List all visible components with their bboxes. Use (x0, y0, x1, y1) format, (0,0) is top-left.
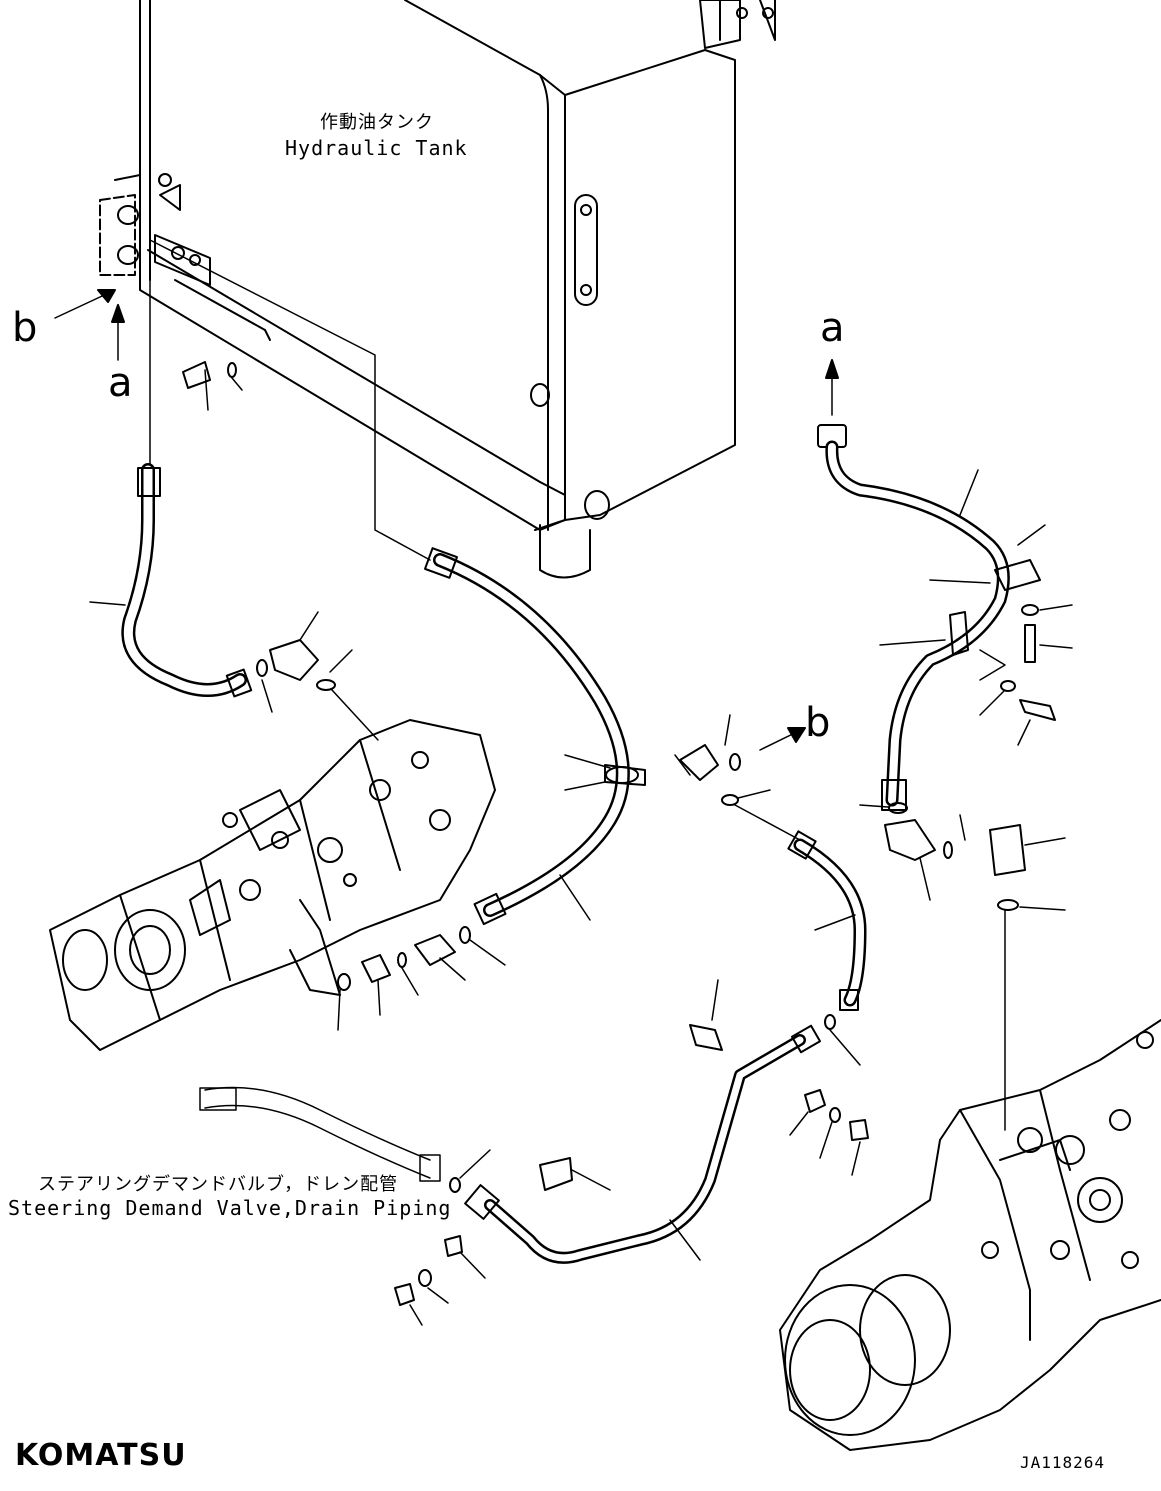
hose-left (89, 463, 253, 698)
drain-piping (394, 979, 869, 1326)
tank-label-jp: 作動油タンク (320, 112, 434, 133)
tank-label-en: Hydraulic Tank (285, 136, 468, 160)
steering-label-en: Steering Demand Valve,Drain Piping (8, 1196, 452, 1220)
adapter-fittings-mid (337, 926, 506, 1031)
elbow-fitting-left (256, 611, 379, 741)
ref-b-right: b (805, 700, 831, 746)
hose-right-upper (817, 424, 1073, 811)
komatsu-logo: KOMATSU (15, 1438, 187, 1473)
steering-drain-hose (199, 1086, 441, 1182)
fittings-right (859, 802, 1066, 1131)
hose-center (424, 547, 646, 926)
plug-bolt (182, 361, 243, 411)
ref-a-left: a (108, 360, 133, 406)
pump-right (779, 1019, 1161, 1451)
ref-a-right: a (820, 305, 845, 351)
pump-left (49, 719, 496, 1051)
drawing-number: JA118264 (1020, 1453, 1106, 1472)
steering-label-jp: ステアリングデマンドバルブ，ドレン配管 (38, 1174, 399, 1195)
hydraulic-tank (99, 0, 776, 579)
elbow-hose-right-mid (674, 714, 867, 1066)
ref-b-left: b (12, 305, 38, 351)
